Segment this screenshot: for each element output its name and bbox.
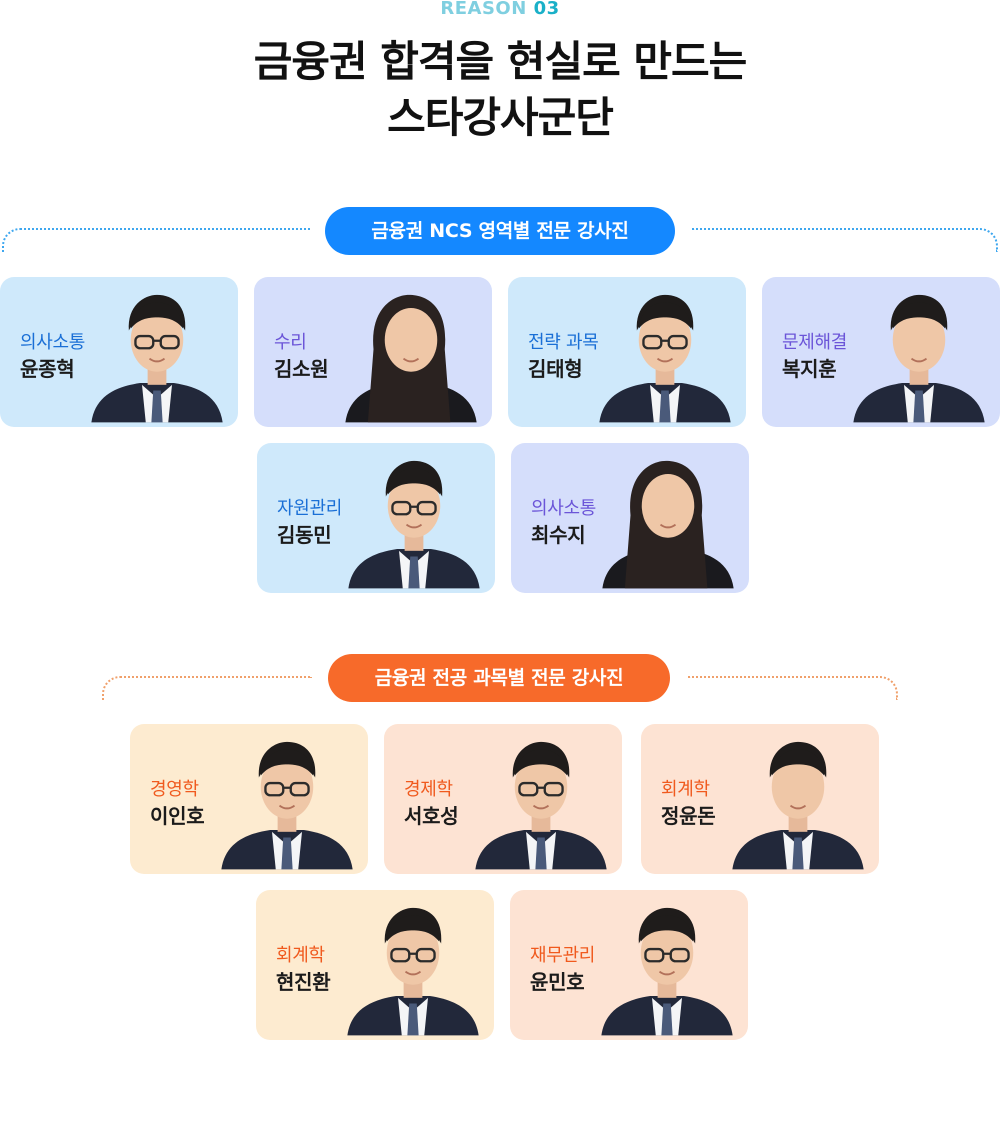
section-eyebrow: REASON 03 [0,0,1000,19]
eyebrow-text: REASON [440,0,527,19]
female-short-hair-portrait [593,443,743,593]
instructor-name: 이인호 [150,804,205,828]
instructor-subject: 문제해결 [782,332,848,353]
instructor-subject: 회계학 [661,779,710,800]
instructor-subject: 회계학 [276,945,325,966]
instructor-subject: 전략 과목 [528,332,599,353]
male-round-glasses-portrait [466,724,616,874]
male-glasses-fist-portrait [592,890,742,1040]
male-glasses-bowtie-fist-portrait [590,277,740,427]
male-glasses-striped-tie-portrait [212,724,362,874]
instructor-name: 현진환 [276,970,331,994]
ncs-section-label: 금융권 NCS 영역별 전문 강사진 [325,207,675,255]
major-section-label: 금융권 전공 과목별 전문 강사진 [328,654,670,702]
instructor-name: 김동민 [277,523,332,547]
instructor-subject: 재무관리 [530,945,596,966]
instructor-subject: 경영학 [150,779,199,800]
male-glasses-suit-portrait [339,443,489,593]
instructor-name: 복지훈 [782,357,837,381]
instructor-subject: 경제학 [404,779,453,800]
female-long-hair-portrait [336,277,486,427]
ncs-dotted-line-left [2,228,310,252]
male-glasses-hand-chin-portrait [82,277,232,427]
instructor-name: 서호성 [404,804,459,828]
instructor-subject: 수리 [274,332,307,353]
male-glasses-navy-tie-portrait [338,890,488,1040]
male-hand-chin-portrait [723,724,873,874]
instructor-name: 최수지 [531,523,586,547]
instructor-name: 정윤돈 [661,804,716,828]
instructor-name: 김소원 [274,357,329,381]
title-line-2: 스타강사군단 [387,93,614,142]
major-dotted-line-left [102,676,312,700]
instructor-name: 윤민호 [530,970,585,994]
instructor-subject: 의사소통 [20,332,86,353]
instructor-subject: 자원관리 [277,498,343,519]
title-line-1: 금융권 합격을 현실로 만드는 [253,37,748,86]
male-red-tie-smiling-portrait [844,277,994,427]
instructor-name: 김태형 [528,357,583,381]
major-dotted-line-right [688,676,898,700]
page-title: 금융권 합격을 현실로 만드는 스타강사군단 [0,34,1000,146]
instructor-name: 윤종혁 [20,357,75,381]
eyebrow-number: 03 [533,0,560,19]
ncs-dotted-line-right [692,228,998,252]
instructor-subject: 의사소통 [531,498,597,519]
